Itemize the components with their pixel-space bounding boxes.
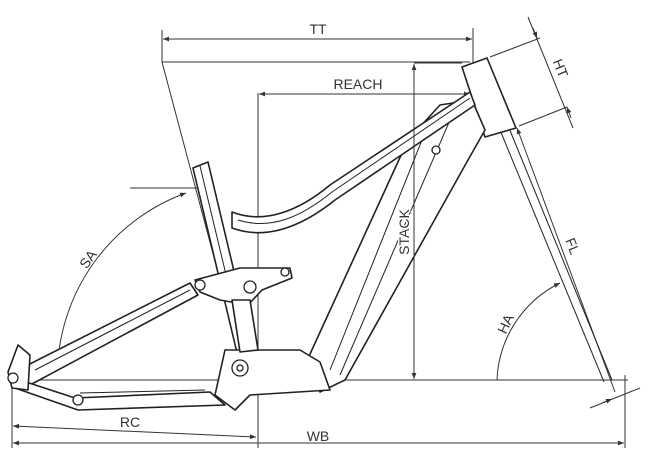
- stack-dimension: STACK: [395, 62, 462, 379]
- rc-label: RC: [120, 414, 140, 430]
- chain-stay: [14, 379, 226, 411]
- ht-dimension: HT: [489, 16, 574, 129]
- seat-stay: [17, 282, 199, 386]
- rear-axle: [7, 372, 19, 384]
- reach-dimension: REACH: [259, 76, 470, 97]
- sa-dimension: SA: [57, 187, 198, 361]
- tt-label: TT: [309, 21, 327, 37]
- wb-label: WB: [307, 428, 330, 444]
- fl-dimension: FL: [516, 127, 641, 409]
- tt-dimension: TT: [163, 21, 472, 42]
- top-tube: [231, 91, 476, 234]
- fl-label: FL: [562, 236, 583, 257]
- stack-label: STACK: [396, 209, 412, 255]
- ht-label: HT: [550, 56, 572, 80]
- fork: [499, 127, 613, 383]
- wb-dimension: WB: [13, 428, 624, 446]
- ha-label: HA: [494, 311, 517, 336]
- ha-dimension: HA: [494, 282, 561, 381]
- sa-label: SA: [76, 246, 100, 271]
- rc-dimension: RC: [12, 414, 257, 440]
- bottom-bracket: [214, 349, 331, 411]
- shock: [231, 299, 259, 353]
- bike-frame: [7, 57, 613, 411]
- reach-label: REACH: [333, 76, 382, 92]
